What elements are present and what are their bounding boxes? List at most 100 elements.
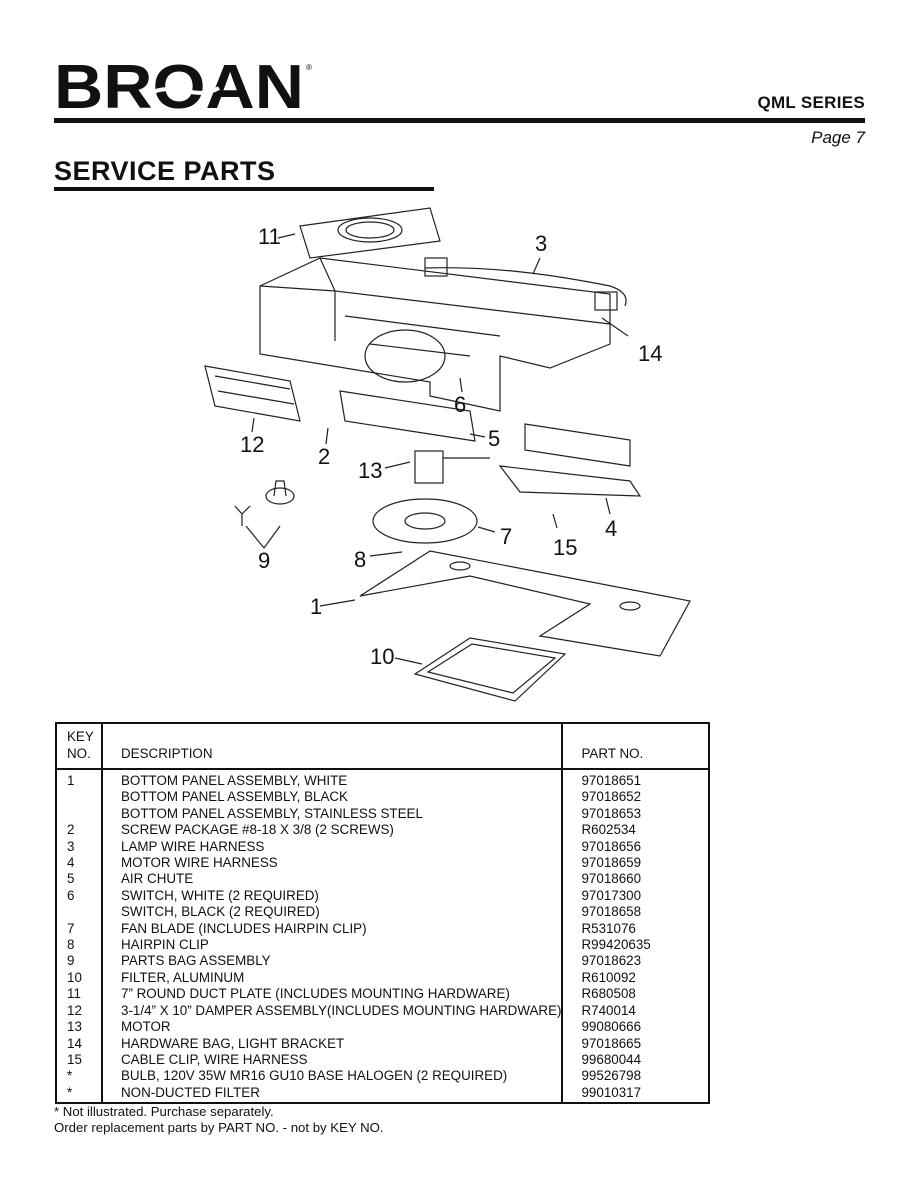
- description-cell: HAIRPIN CLIP: [100, 937, 564, 954]
- hood-body: [259, 257, 611, 412]
- callout-13: 13: [358, 458, 382, 483]
- damper-assembly: [204, 365, 301, 422]
- title-underline: [54, 187, 434, 191]
- callout-7: 7: [500, 524, 512, 549]
- callout-2: 2: [318, 444, 330, 469]
- part-number-cell: 97018665: [561, 1035, 710, 1052]
- description-cell: BULB, 120V 35W MR16 GU10 BASE HALOGEN (2…: [100, 1068, 564, 1085]
- description-column-header: DESCRIPTION: [100, 722, 564, 770]
- key-cell: 14: [55, 1035, 103, 1052]
- key-cell: 15: [55, 1051, 103, 1069]
- callout-4: 4: [605, 516, 617, 541]
- part-number-cell: R99420635: [561, 937, 710, 954]
- key-cell: 5: [55, 871, 103, 888]
- description-cell: SWITCH, WHITE (2 REQUIRED): [100, 887, 564, 905]
- description-cell: NON-DUCTED FILTER: [100, 1084, 564, 1105]
- motor: [414, 450, 444, 484]
- callout-6: 6: [454, 392, 466, 417]
- key-cell: 4: [55, 855, 103, 872]
- part-number-cell: 99680044: [561, 1051, 710, 1069]
- callout-14: 14: [638, 341, 662, 366]
- description-cell: CABLE CLIP, WIRE HARNESS: [100, 1051, 564, 1069]
- part-column-header: PART NO.: [561, 722, 710, 770]
- fan-blade: [372, 498, 478, 544]
- part-number-cell: 97018623: [561, 953, 710, 970]
- key-cell: 8: [55, 937, 103, 954]
- description-cell: 7” ROUND DUCT PLATE (INCLUDES MOUNTING H…: [100, 986, 564, 1003]
- key-cell: *: [55, 1084, 103, 1105]
- key-cell: *: [55, 1068, 103, 1085]
- part-number-cell: 99080666: [561, 1019, 710, 1036]
- part-number-cell: 97018660: [561, 871, 710, 888]
- description-cell: MOTOR: [100, 1019, 564, 1036]
- key-cell: [55, 805, 103, 823]
- key-cell: 3: [55, 838, 103, 856]
- part-number-cell: R740014: [561, 1002, 710, 1020]
- callout-1: 1: [310, 594, 322, 619]
- part-number-cell: 97018652: [561, 789, 710, 806]
- footnote-order-instructions: Order replacement parts by PART NO. - no…: [54, 1119, 384, 1135]
- footnotes: * Not illustrated. Purchase separately. …: [54, 1104, 384, 1135]
- part-number-cell: R680508: [561, 986, 710, 1003]
- key-cell: 6: [55, 887, 103, 905]
- lamp-wire-harness: [424, 267, 627, 307]
- aluminum-filter: [413, 637, 567, 702]
- callout-10: 10: [370, 644, 394, 669]
- key-cell: 13: [55, 1019, 103, 1036]
- callout-9: 9: [258, 548, 270, 573]
- part-number-cell: 97018656: [561, 838, 710, 856]
- table-row: *BULB, 120V 35W MR16 GU10 BASE HALOGEN (…: [55, 1068, 710, 1085]
- part-number-cell: R610092: [561, 969, 710, 987]
- callout-12: 12: [240, 432, 264, 457]
- bottom-panel: [359, 550, 691, 657]
- key-cell: 10: [55, 969, 103, 987]
- callout-15: 15: [553, 535, 577, 560]
- key-cell: 12: [55, 1002, 103, 1020]
- table-row: SWITCH, BLACK (2 REQUIRED)97018658: [55, 904, 710, 921]
- part-number-cell: 99526798: [561, 1068, 710, 1085]
- svg-text:BROAN: BROAN: [54, 58, 304, 116]
- key-cell: 9: [55, 953, 103, 970]
- description-cell: BOTTOM PANEL ASSEMBLY, BLACK: [100, 789, 564, 806]
- key-cell: 7: [55, 920, 103, 938]
- part-number-cell: 97018653: [561, 805, 710, 823]
- key-cell: [55, 904, 103, 921]
- svg-text:®: ®: [306, 63, 312, 72]
- series-title: QML SERIES: [757, 93, 865, 112]
- description-cell: LAMP WIRE HARNESS: [100, 838, 564, 856]
- part-number-cell: 99010317: [561, 1084, 710, 1105]
- description-cell: SCREW PACKAGE #8-18 X 3/8 (2 SCREWS): [100, 822, 564, 839]
- part-number-cell: 97017300: [561, 887, 710, 905]
- part-number-cell: 97018659: [561, 855, 710, 872]
- air-chute: [339, 390, 476, 442]
- callout-3: 3: [535, 231, 547, 256]
- part-number-cell: 97018658: [561, 904, 710, 921]
- description-cell: MOTOR WIRE HARNESS: [100, 855, 564, 872]
- part-number-cell: 97018651: [561, 769, 710, 790]
- callout-8: 8: [354, 547, 366, 572]
- description-cell: PARTS BAG ASSEMBLY: [100, 953, 564, 970]
- callout-5: 5: [488, 426, 500, 451]
- callout-11: 11: [258, 224, 281, 249]
- description-cell: BOTTOM PANEL ASSEMBLY, STAINLESS STEEL: [100, 805, 564, 823]
- part-number-cell: R602534: [561, 822, 710, 839]
